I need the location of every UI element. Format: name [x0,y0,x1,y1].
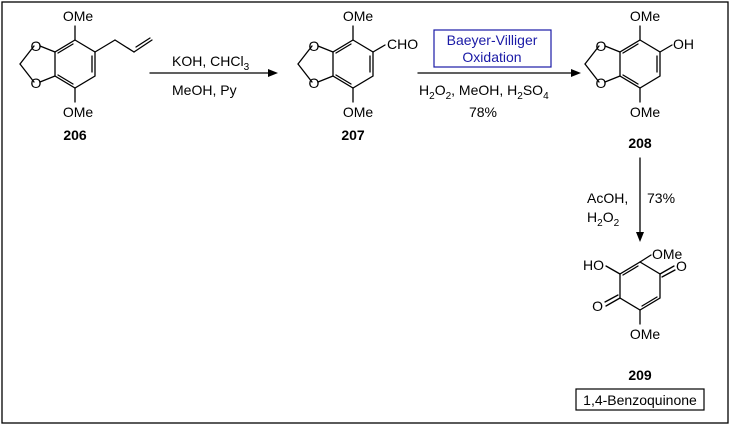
bottom-methoxy-label: OMe [630,104,661,120]
benzene-ring [54,39,96,89]
top-methoxy-label: OMe [652,246,683,262]
methoxy-bonds [639,25,673,103]
compound-number: 209 [628,367,652,383]
compound-208: O O OMe OH OMe 208 [584,8,694,151]
benzene-ring [619,39,661,89]
top-methoxy-label: OMe [63,8,94,24]
substituent-bonds [604,254,676,325]
aldehyde-label: CHO [387,36,418,52]
top-methoxy-label: OMe [630,8,661,24]
baeyer-villiger-box: Baeyer-Villiger Oxidation [433,29,552,68]
step2-yield: 78% [469,104,497,120]
allyl-chain [94,37,153,53]
box-line1: Baeyer-Villiger [447,32,538,48]
compound-209: OMe O HO O OMe 209 1,4-Benzoquinone [575,246,705,411]
svg-text:O: O [596,75,607,91]
top-methoxy-label: OMe [343,8,374,24]
compound-number: 206 [63,127,87,143]
quinone-ring [619,261,661,311]
benzene-ring [332,39,374,89]
bottom-methoxy-label: OMe [630,326,661,342]
step2-conditions: H2O2, MeOH, H2SO4 [419,82,549,102]
step1-solvent: MeOH, Py [172,82,237,98]
hydroxy-label: HO [583,257,604,273]
step1-arrow [149,69,278,77]
step1-reagents: KOH, CHCl3 [172,53,250,73]
step2-arrow [417,69,581,77]
bottom-methoxy-label: OMe [343,104,374,120]
svg-text:O: O [31,75,42,91]
box-line2: Oxidation [462,49,521,65]
compound-207: O O OMe CHO OMe 207 [297,8,418,143]
svg-text:O: O [309,38,320,54]
bottom-methoxy-label: OMe [63,104,94,120]
carbonyl-o-top: O [676,258,687,274]
hydroxy-label: OH [673,36,694,52]
step3-reagent: AcOH, [587,190,628,206]
compound-name: 1,4-Benzoquinone [583,392,697,408]
dioxole-ring: O O [297,38,334,91]
step3-peroxide: H2O2 [587,209,620,229]
carbonyl-o-bottom: O [592,298,603,314]
methoxy-bonds [352,25,386,103]
svg-text:O: O [31,38,42,54]
compound-number: 207 [341,127,365,143]
dioxole-ring: O O [584,38,621,91]
dioxole-ring: O O [19,38,56,91]
step3-arrow [636,157,644,242]
svg-text:O: O [596,38,607,54]
name-box [575,388,705,411]
compound-number: 208 [628,135,652,151]
svg-text:O: O [309,75,320,91]
step3-yield: 73% [647,190,675,206]
compound-206: O O OMe OMe 206 [19,8,153,143]
